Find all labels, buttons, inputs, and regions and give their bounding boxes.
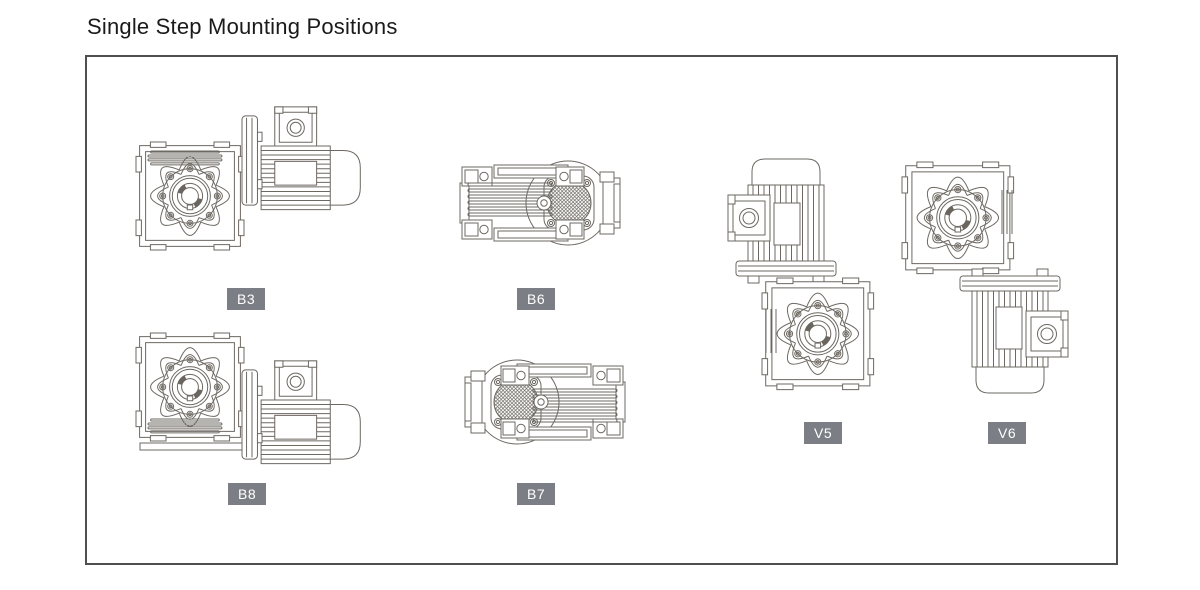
drawing-b3-gearbox-motor xyxy=(135,106,361,251)
position-label-v5: V5 xyxy=(804,422,843,444)
drawing-b7-top-view xyxy=(464,359,626,445)
drawing-v5-motor-above xyxy=(727,158,874,390)
position-label-b8: B8 xyxy=(228,483,267,505)
drawing-b8-gearbox-motor xyxy=(135,332,361,465)
position-label-b3: B3 xyxy=(227,288,266,310)
drawing-v6-motor-below xyxy=(901,161,1069,394)
position-label-b6: B6 xyxy=(517,288,556,310)
position-label-b7: B7 xyxy=(517,483,556,505)
drawing-b6-top-view xyxy=(459,160,621,246)
position-label-v6: V6 xyxy=(988,422,1027,444)
page-title: Single Step Mounting Positions xyxy=(87,14,398,39)
